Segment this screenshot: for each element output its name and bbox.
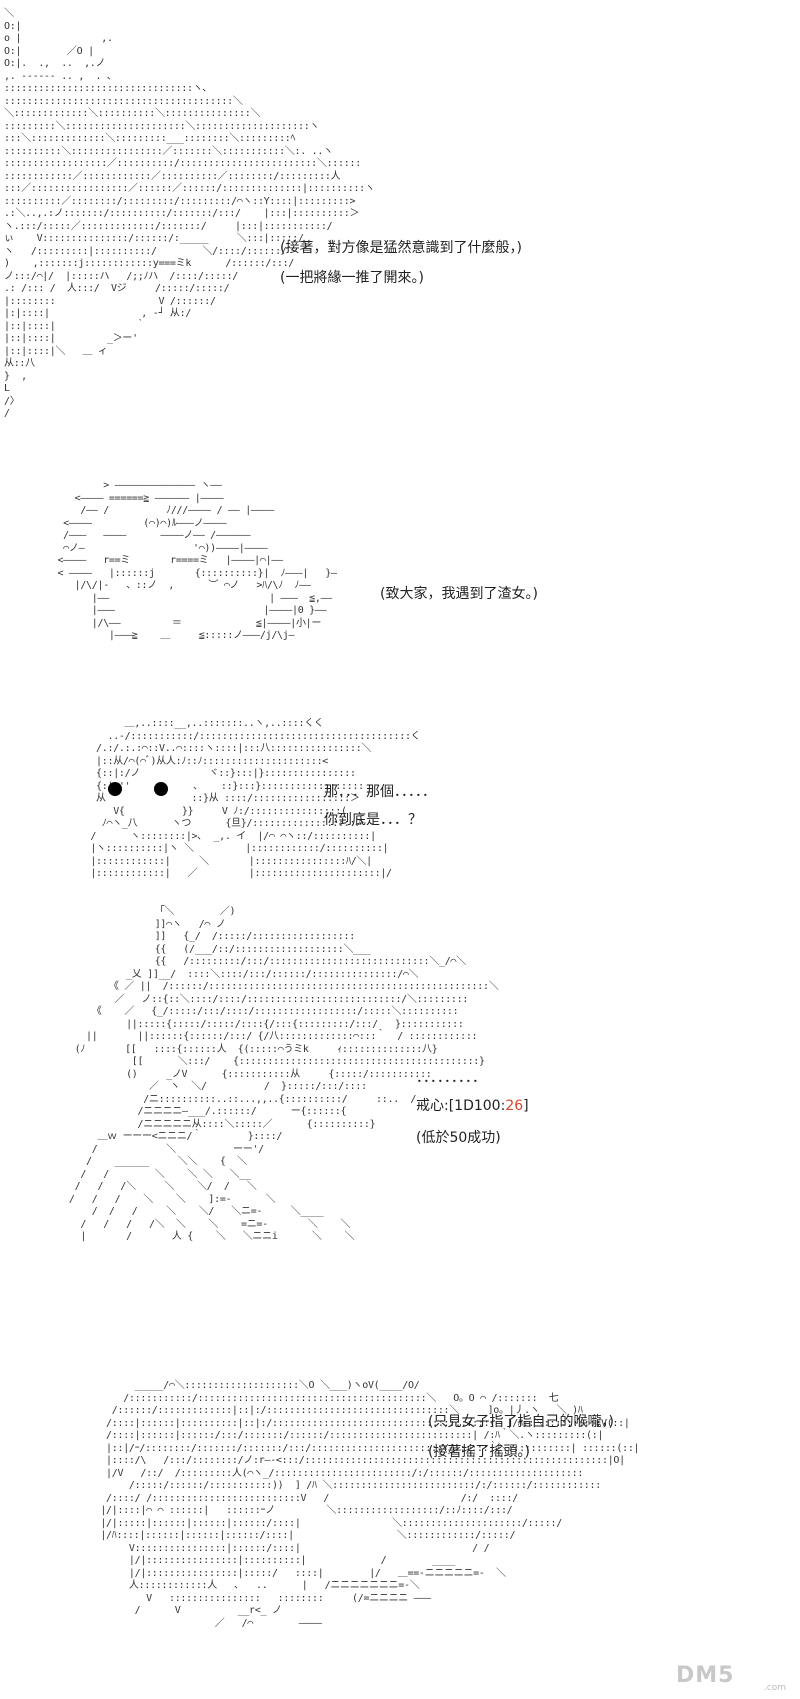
- caption-2-1: (致大家，我遇到了渣女。): [380, 586, 538, 602]
- watermark-sub-text: .com: [763, 1683, 786, 1693]
- caption-1-2: (一把將緣一推了開來。): [280, 270, 424, 286]
- ascii-art-5: _____/⌒＼::::::::::::::::::::＼O ＼___)ヽoV(…: [100, 1380, 640, 1629]
- caption-4-2: (低於50成功): [416, 1130, 501, 1146]
- caption-3-1: 那．．．那個．．．．．: [324, 784, 436, 800]
- ascii-art-2: > ―――――――――――――― ヽ―― <―――― ======≧ ―――――…: [57, 480, 337, 641]
- caption-5-1: (只見女子指了指自己的喉嚨，): [428, 1414, 614, 1430]
- caption-3-2: 你到底是．．．？: [324, 812, 422, 828]
- panel-4: 「＼ ／) ]]⌒ヽ /⌒ ノ ]] {_/ /:::::/::::::::::…: [0, 900, 800, 1270]
- dm5-watermark-logo: DM5 .com: [676, 1663, 786, 1693]
- caption-4-1: ．．．．．．．．．: [416, 1070, 486, 1086]
- roll-label: 戒心:[1D100:: [416, 1098, 506, 1114]
- panel-2: > ―――――――――――――― ヽ―― <―――― ======≧ ―――――…: [0, 470, 800, 710]
- caption-1-1: (接著，對方像是猛然意識到了什麼般，): [280, 240, 522, 256]
- eye-left-icon: [108, 782, 122, 796]
- roll-value: 26: [505, 1098, 524, 1114]
- ascii-art-4: 「＼ ／) ]]⌒ヽ /⌒ ノ ]] {_/ /:::::/::::::::::…: [68, 906, 499, 1242]
- panel-3: ＿,..::::__,..:::::::..ヽ,..::::くく ..-/:::…: [0, 710, 800, 900]
- ascii-art-1: ＼ O:| o | ,. O:| ／O | O:|. ., .. ,.ノ ,. …: [4, 8, 375, 419]
- caption-5-2: (接著搖了搖頭。): [428, 1444, 530, 1460]
- eye-right-icon: [154, 782, 168, 796]
- panel-1: ＼ O:| o | ,. O:| ／O | O:|. ., .. ,.ノ ,. …: [0, 0, 800, 500]
- watermark-logo-text: DM5: [676, 1663, 735, 1688]
- roll-suffix: ]: [523, 1098, 529, 1114]
- panel-5: _____/⌒＼::::::::::::::::::::＼O ＼___)ヽoV(…: [0, 1380, 800, 1699]
- caption-4-roll: 戒心:[1D100:26]: [416, 1096, 529, 1116]
- ascii-art-3: ＿,..::::__,..:::::::..ヽ,..::::くく ..-/:::…: [90, 718, 421, 879]
